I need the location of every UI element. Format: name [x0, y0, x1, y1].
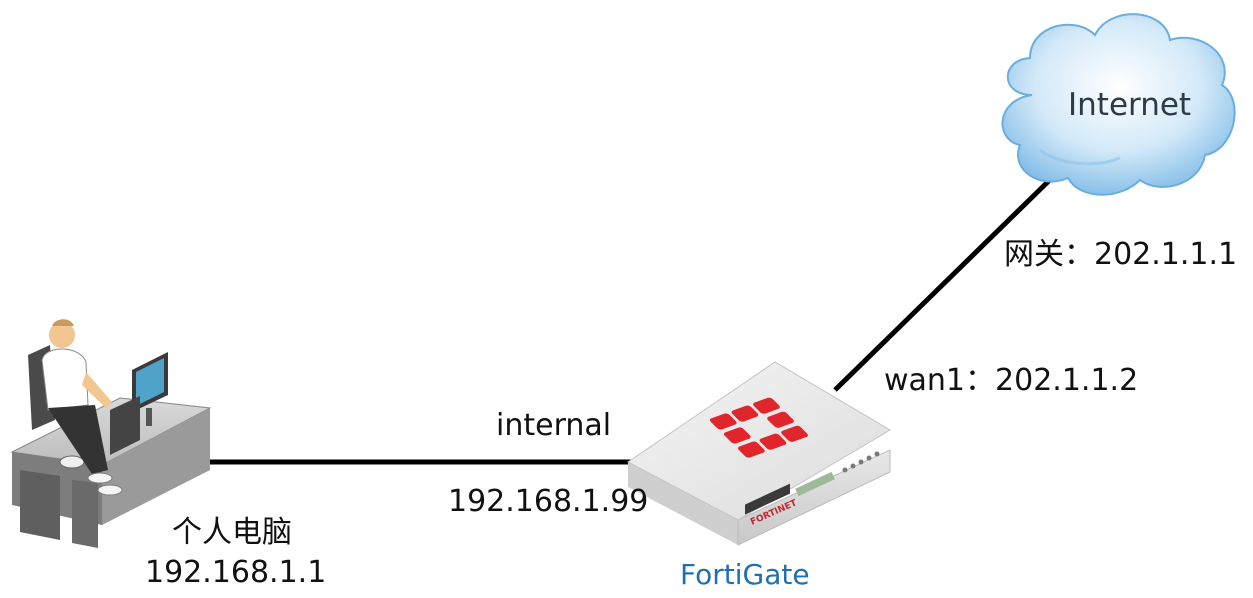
internet-label: Internet	[1068, 87, 1192, 123]
internet-cloud-icon	[1001, 13, 1236, 196]
fortigate-appliance-icon	[627, 361, 891, 546]
internal-interface-label: internal	[496, 408, 612, 443]
internal-ip-label: 192.168.1.99	[448, 484, 649, 519]
wan1-interface-label: wan1：202.1.1.2	[884, 363, 1139, 398]
fortigate-name-label: FortiGate	[680, 558, 810, 591]
pc-ip-label: 192.168.1.1	[145, 555, 327, 590]
pc-name-label: 个人电脑	[172, 515, 292, 550]
pc-workstation-icon	[10, 319, 212, 548]
fortinet-logo-icon	[709, 397, 808, 458]
gateway-label: 网关：202.1.1.1	[1004, 237, 1238, 272]
wan-link-line	[833, 166, 1064, 392]
